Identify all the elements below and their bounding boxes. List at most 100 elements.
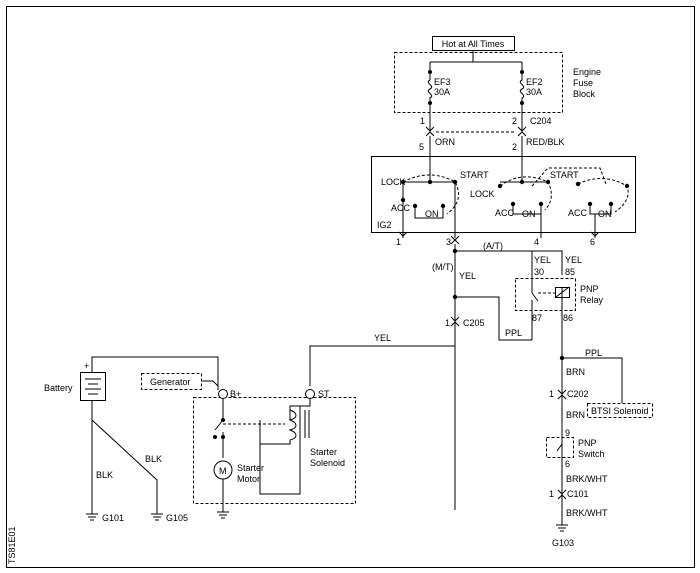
pnp-switch-pin6: 6 [565, 459, 570, 469]
switch-pin-4: 4 [534, 237, 539, 247]
switch-on-left: ON [425, 209, 439, 219]
starter-motor-label-2: Motor [237, 474, 260, 484]
wire-yel-long: YEL [374, 333, 391, 343]
ignition-switch-right [531, 167, 630, 238]
relay-pin-85: 85 [565, 267, 575, 277]
wire-yel-left: YEL [459, 271, 476, 281]
switch-acc-right: ACC [568, 208, 588, 218]
switch-on-right: ON [598, 209, 612, 219]
wire-brn-mid: BRN [566, 410, 585, 420]
ground-g105-symbol [151, 512, 163, 521]
c204-name: C204 [530, 116, 552, 126]
pnp-switch-label-2: Switch [578, 449, 605, 459]
b-plus-terminal [218, 389, 228, 399]
switch-ig2: IG2 [377, 220, 392, 230]
wire-yel-right: YEL [565, 255, 582, 265]
starter-motor-label-1: Starter [237, 463, 264, 473]
engine-fuse-block-label-2: Fuse [573, 78, 593, 88]
ground-g101: G101 [102, 513, 124, 523]
wire-orn: ORN [435, 137, 455, 147]
relay-pin-87: 87 [532, 313, 542, 323]
wire-ppl-c205: PPL [505, 328, 522, 338]
c205-pin: 1 [445, 318, 450, 328]
c204-pin-right-top: 2 [512, 116, 517, 126]
hot-at-all-times-label: Hot at All Times [442, 39, 505, 49]
ignition-switch-box [371, 156, 636, 233]
pnp-relay-outline [515, 278, 576, 311]
relay-label-1: PNP [580, 284, 599, 294]
relay-label-2: Relay [580, 295, 604, 305]
connector-c101 [557, 489, 567, 500]
engine-fuse-block-outline [394, 52, 563, 113]
fuse-ef2 [519, 62, 525, 131]
switch-lock-left: LOCK [381, 177, 406, 187]
c204-pin-right-bottom: 2 [512, 142, 517, 152]
switch-pin-1: 1 [396, 237, 401, 247]
pnp-switch-pin9: 9 [565, 428, 570, 438]
switch-on-mid: ON [522, 209, 536, 219]
wire-blk-left: BLK [96, 470, 113, 480]
ground-starter-symbol [217, 511, 229, 519]
wire-blk-right: BLK [145, 454, 162, 464]
wire-brk-wht-top: BRK/WHT [566, 474, 608, 484]
switch-start-right: START [550, 170, 579, 180]
ignition-switch-left [400, 174, 460, 238]
hot-at-all-times-box [432, 36, 515, 51]
fuse-ef2-name: EF2 [526, 77, 543, 87]
pnp-switch-outline [546, 437, 574, 458]
fuse-ef3-rating: 30A [434, 87, 450, 97]
connector-c205 [450, 316, 460, 327]
battery-label: Battery [44, 383, 73, 393]
c205-name: C205 [463, 318, 485, 328]
mt-label: (M/T) [432, 262, 454, 272]
battery-symbol [80, 372, 106, 401]
b-plus-label: B+ [230, 389, 241, 399]
wire-brn-top: BRN [566, 367, 585, 377]
c204-pin-left-top: 1 [420, 116, 425, 126]
ground-g103-symbol [556, 517, 568, 532]
page-frame [6, 6, 695, 568]
wire-yel-mid: YEL [534, 255, 551, 265]
connector-c204-left [425, 126, 435, 137]
c101-pin: 1 [549, 489, 554, 499]
starter-assembly-outline [193, 397, 356, 504]
ground-g103: G103 [552, 538, 574, 548]
relay-pin-86: 86 [563, 313, 573, 323]
wire-red-blk: RED/BLK [526, 137, 565, 147]
st-label: ST [318, 389, 330, 399]
switch-pin-6: 6 [590, 237, 595, 247]
figure-code: TS81E01 [7, 526, 17, 564]
switch-acc-left: ACC [391, 203, 411, 213]
c204-pin-left-bottom: 5 [419, 142, 424, 152]
fuse-ef2-rating: 30A [526, 87, 542, 97]
starter-motor-m: M [219, 466, 227, 476]
switch-acc-mid: ACC [495, 208, 515, 218]
generator-label: Generator [150, 377, 191, 387]
switch-lock-right: LOCK [470, 189, 495, 199]
connector-c202 [557, 389, 567, 400]
engine-fuse-block-label-3: Block [573, 89, 596, 99]
pnp-switch-label-1: PNP [578, 438, 597, 448]
battery-plus: + [84, 361, 89, 371]
starter-solenoid-coil [260, 409, 310, 445]
starter-solenoid-label-2: Solenoid [310, 458, 345, 468]
st-terminal [305, 389, 315, 399]
wire-ppl-relay: PPL [585, 348, 602, 358]
engine-fuse-block-label-1: Engine [573, 67, 601, 77]
wire-brk-wht-bottom: BRK/WHT [566, 508, 608, 518]
switch-start-left: START [460, 170, 489, 180]
btsi-solenoid-box [587, 403, 653, 418]
c101-name: C101 [567, 489, 589, 499]
at-label: (A/T) [483, 241, 503, 251]
fuse-ef3 [427, 62, 433, 131]
connector-c204-right [517, 126, 527, 137]
ground-g105: G105 [166, 513, 188, 523]
c202-pin: 1 [549, 389, 554, 399]
switch-pin-3: 3 [446, 237, 451, 247]
c202-name: C202 [567, 389, 589, 399]
starter-solenoid-label-1: Starter [310, 447, 337, 457]
fuse-ef3-name: EF3 [434, 77, 451, 87]
btsi-solenoid-label: BTSI Solenoid [591, 406, 649, 416]
ground-g101-symbol [86, 512, 98, 521]
